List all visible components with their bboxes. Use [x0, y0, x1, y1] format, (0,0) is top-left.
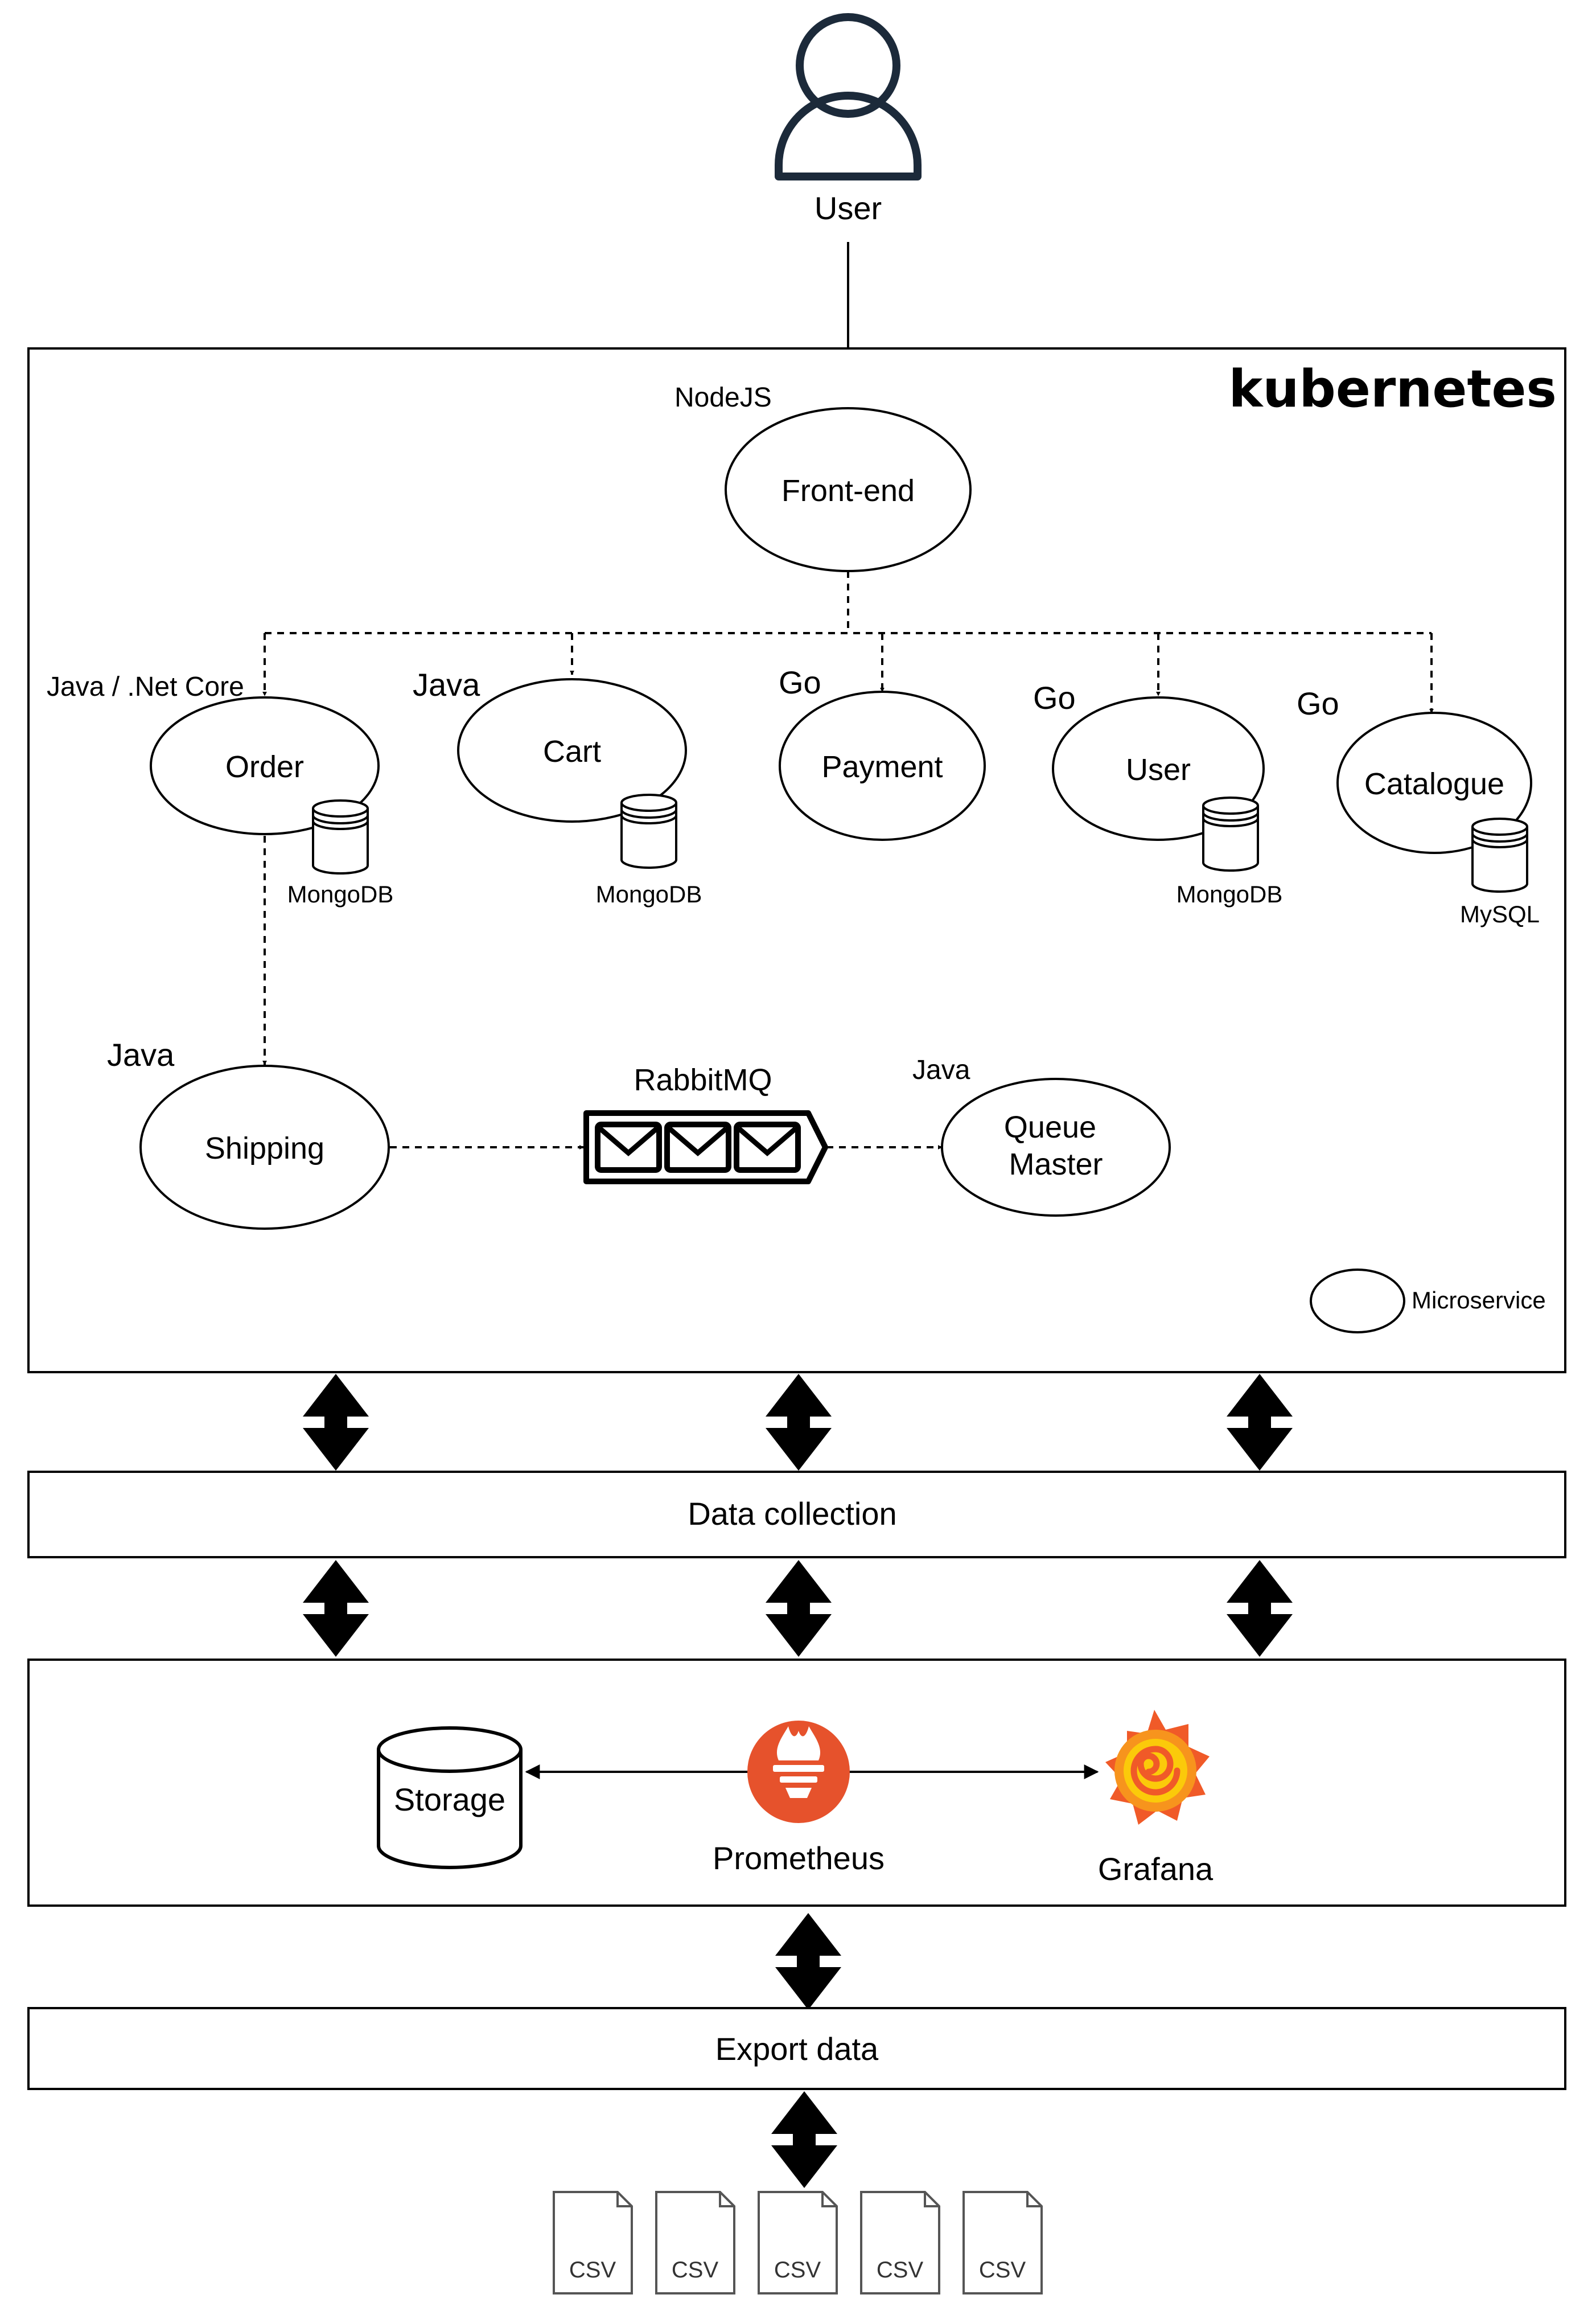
shipping-tech-label: Java: [107, 1037, 175, 1073]
storage-database-icon: [377, 1726, 523, 1869]
catalogue-tech-label: Go: [1297, 685, 1339, 721]
payment-service: [779, 691, 986, 841]
storage-label: Storage: [394, 1782, 505, 1817]
order-tech-label: Java / .Net Core: [47, 672, 244, 702]
payment-label: Payment: [821, 750, 943, 784]
catalogue-service: [1336, 712, 1532, 854]
rabbitmq-queue-icon: [583, 1110, 828, 1184]
frontend-fanout-connectors: [262, 571, 1434, 713]
csv-file-label: CSV: [774, 2257, 821, 2283]
csv-file-icon: CSV: [553, 2191, 633, 2294]
csv-file-label: CSV: [672, 2257, 719, 2283]
cart-database-icon: [620, 794, 677, 869]
order-label: Order: [225, 750, 304, 784]
queuemaster-label-line1: Queue: [1004, 1110, 1096, 1144]
bidirectional-arrow: [766, 1560, 832, 1657]
user-db-label: MongoDB: [1177, 881, 1283, 908]
data-collection-layer: [27, 1471, 1566, 1558]
user-label: User: [815, 190, 882, 226]
legend-microservice-symbol: [1310, 1269, 1405, 1333]
cart-label: Cart: [543, 734, 601, 769]
frontend-tech-label: NodeJS: [674, 383, 772, 413]
user-icon: [775, 13, 922, 180]
prometheus-label: Prometheus: [713, 1840, 885, 1876]
csv-file-icon: CSV: [962, 2191, 1043, 2294]
bidirectional-arrow: [303, 1560, 369, 1657]
catalogue-database-icon: [1471, 818, 1528, 893]
rabbitmq-label: RabbitMQ: [634, 1063, 772, 1097]
csv-file-icon: CSV: [655, 2191, 735, 2294]
queuemaster-tech-label: Java: [912, 1055, 970, 1085]
queuemaster-service: [941, 1078, 1171, 1217]
grafana-label: Grafana: [1098, 1851, 1214, 1887]
user-database-icon: [1202, 797, 1259, 872]
bidirectional-arrow: [771, 2091, 837, 2188]
bidirectional-arrow: [1227, 1374, 1293, 1471]
csv-file-label: CSV: [877, 2257, 924, 2283]
bidirectional-arrow: [766, 1374, 832, 1471]
frontend-label: Front-end: [781, 474, 915, 508]
legend-microservice-label: Microservice: [1412, 1287, 1546, 1313]
payment-tech-label: Go: [779, 664, 821, 700]
csv-file-label: CSV: [569, 2257, 616, 2283]
csv-file-label: CSV: [979, 2257, 1026, 2283]
order-database-icon: [312, 799, 369, 875]
kubernetes-logo: kubernetes: [1228, 359, 1557, 419]
queuemaster-label-line2: Master: [1009, 1147, 1103, 1181]
catalogue-label: Catalogue: [1364, 767, 1504, 801]
csv-file-icon: CSV: [860, 2191, 940, 2294]
csv-file-icon: CSV: [758, 2191, 838, 2294]
shipping-label: Shipping: [205, 1131, 324, 1165]
cart-db-label: MongoDB: [596, 881, 702, 908]
cart-tech-label: Java: [413, 667, 480, 703]
prometheus-icon: [747, 1721, 850, 1823]
bidirectional-arrow: [303, 1374, 369, 1471]
catalogue-db-label: MySQL: [1460, 901, 1540, 927]
export-data-layer: [27, 2007, 1566, 2090]
data-collection-label: Data collection: [688, 1496, 896, 1532]
bidirectional-arrow: [775, 1913, 841, 2010]
order-service: [150, 696, 380, 835]
grafana-icon: [1105, 1710, 1210, 1825]
order-db-label: MongoDB: [287, 881, 394, 908]
user-service-label: User: [1126, 753, 1191, 787]
user-service-tech-label: Go: [1033, 680, 1076, 716]
export-data-label: Export data: [715, 2031, 879, 2067]
shipping-service: [139, 1065, 390, 1230]
bidirectional-arrow: [1227, 1560, 1293, 1657]
cart-service: [457, 678, 687, 823]
